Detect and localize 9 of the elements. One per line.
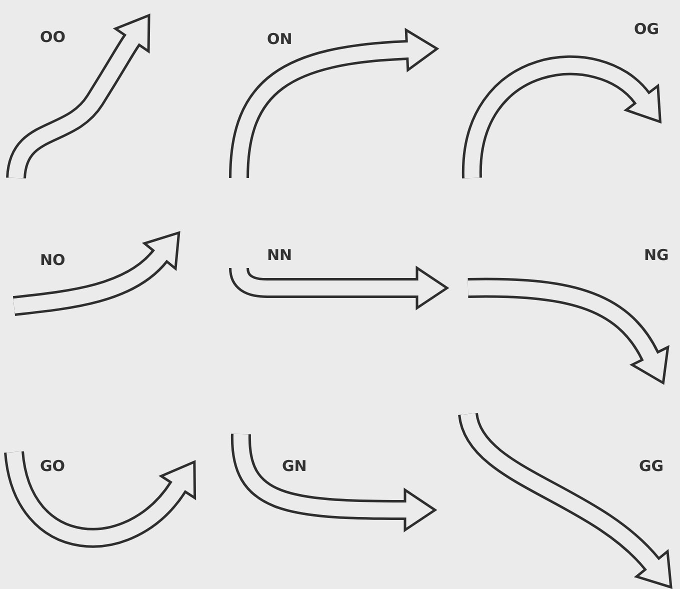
arrow-label: NN bbox=[267, 246, 292, 264]
arrow-label: ON bbox=[267, 30, 292, 48]
arrow-label: NO bbox=[40, 251, 66, 269]
arrow-label: OO bbox=[40, 28, 66, 46]
arrow-label: NG bbox=[644, 246, 669, 264]
arrow-label: OG bbox=[634, 20, 660, 38]
arrow-label: GN bbox=[282, 457, 307, 475]
arrow-label: GO bbox=[40, 457, 66, 475]
arrow-label: GG bbox=[639, 457, 664, 475]
